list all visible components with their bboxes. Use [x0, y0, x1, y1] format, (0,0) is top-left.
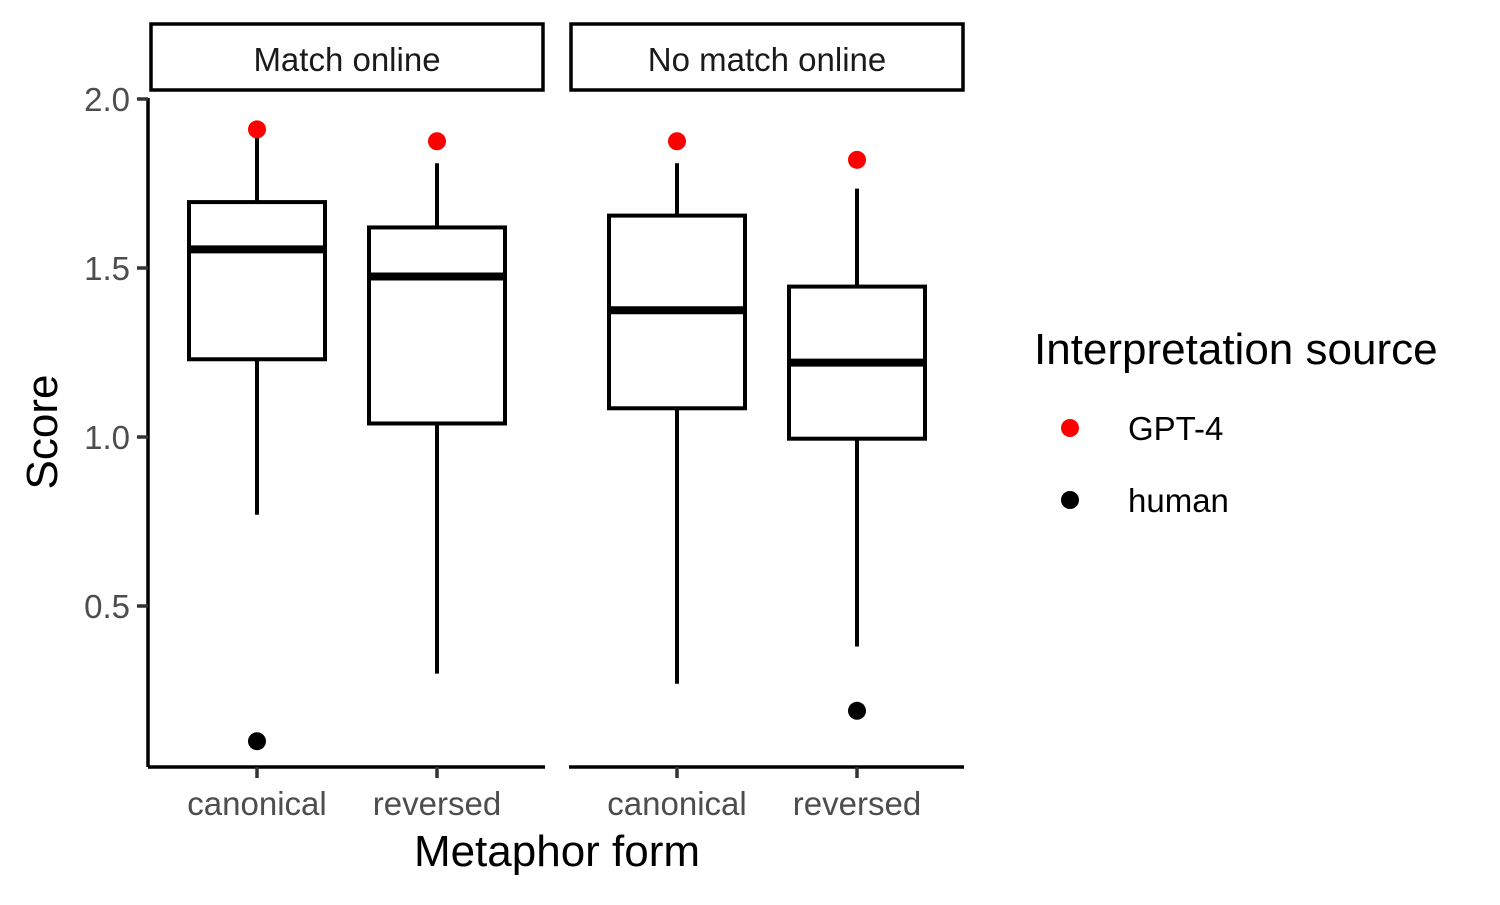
legend-title: Interpretation source: [1034, 325, 1438, 374]
y-axis-title: Score: [18, 375, 67, 490]
facet-strip-label: Match online: [253, 41, 440, 78]
y-tick-label: 0.5: [84, 588, 130, 625]
box: [187, 200, 327, 362]
facet-strip: [569, 22, 965, 92]
y-tick-label: 1.0: [84, 419, 130, 456]
boxplot-canonical: [607, 132, 747, 684]
facet-strip-label: No match online: [648, 41, 886, 78]
x-tick-label: canonical: [187, 785, 326, 822]
legend-label: human: [1128, 482, 1229, 519]
boxplot-reversed: [367, 132, 507, 674]
human-point: [248, 732, 266, 751]
facet-strip: [149, 22, 545, 92]
legend-key: [1061, 419, 1079, 437]
y-axis: 0.5 1.0 1.5 2.0: [84, 81, 150, 767]
boxplot-canonical: [187, 120, 327, 751]
legend: Interpretation source GPT-4 human: [1034, 325, 1438, 519]
x-tick-label: reversed: [793, 785, 921, 822]
gpt4-point: [848, 150, 866, 169]
x-tick-label: reversed: [373, 785, 501, 822]
y-tick-label: 2.0: [84, 81, 130, 118]
x-tick-label: canonical: [607, 785, 746, 822]
facet-panel: No match online canonical reversed: [569, 22, 965, 822]
x-axis-title: Metaphor form: [414, 827, 700, 876]
boxplot-reversed: [787, 150, 927, 720]
gpt4-point: [248, 120, 266, 139]
legend-key: [1061, 491, 1079, 509]
gpt4-point: [428, 132, 446, 151]
human-point: [848, 701, 866, 720]
y-tick-label: 1.5: [84, 250, 130, 287]
facet-panel: Match online canonical reversed: [148, 22, 545, 822]
legend-label: GPT-4: [1128, 410, 1223, 447]
box: [367, 225, 507, 426]
gpt4-point: [668, 132, 686, 151]
